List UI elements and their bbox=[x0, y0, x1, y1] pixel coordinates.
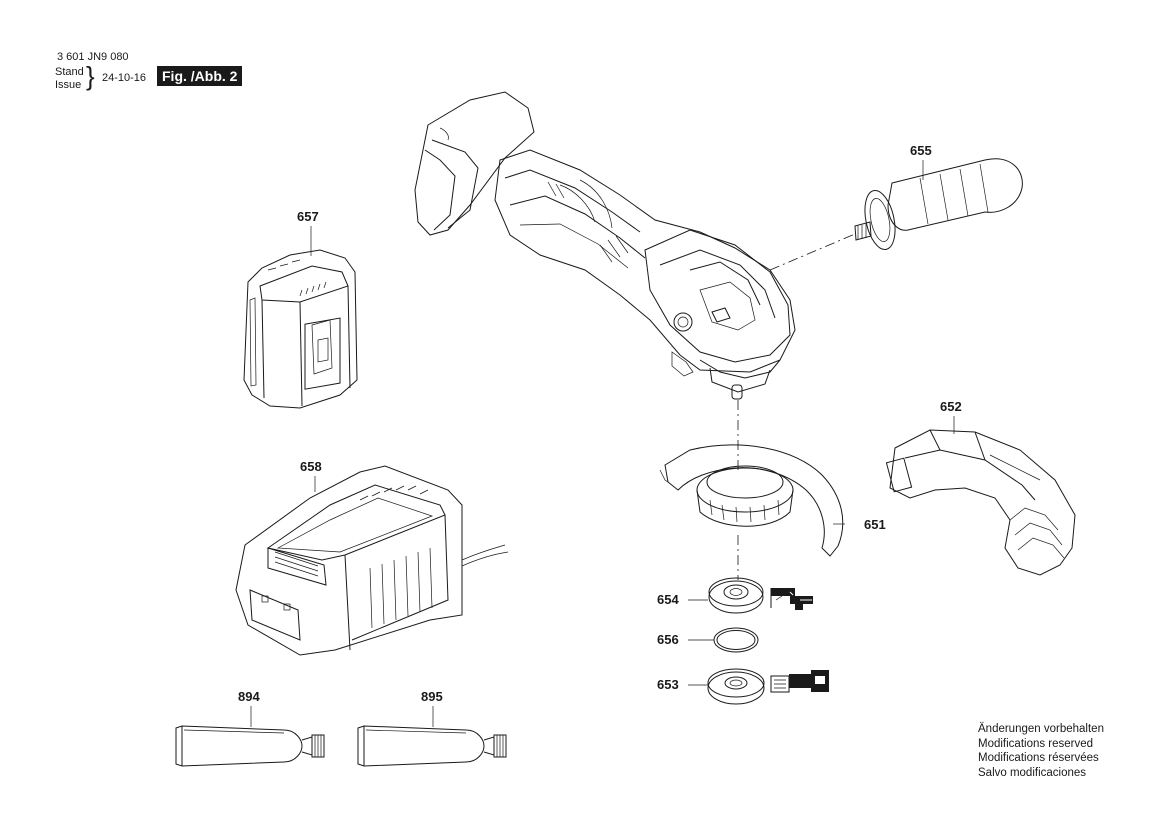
charger-illustration bbox=[235, 465, 509, 656]
note-de: Änderungen vorbehalten bbox=[978, 723, 1104, 735]
issue-date: 24-10-16 bbox=[102, 72, 147, 84]
stand-label: Stand bbox=[55, 66, 84, 78]
clamping-nut-illustration bbox=[707, 668, 829, 705]
note-fr: Modifications réservées bbox=[978, 752, 1099, 764]
note-es: Salvo modificaciones bbox=[978, 766, 1087, 779]
auxiliary-handle-illustration bbox=[854, 158, 1023, 250]
grease-tube-illustration-895 bbox=[357, 725, 507, 767]
part-label-656: 656 bbox=[657, 632, 679, 647]
battery-pack-illustration bbox=[243, 249, 358, 409]
figure-label: Fig. /Abb. 2 bbox=[157, 66, 243, 86]
footer-notes: Änderungen vorbehalten Modifications res… bbox=[978, 722, 1104, 780]
note-en: Modifications reserved bbox=[978, 737, 1094, 750]
part-label-657: 657 bbox=[297, 209, 319, 224]
o-ring-illustration bbox=[713, 627, 759, 653]
part-label-655: 655 bbox=[910, 143, 932, 158]
angle-grinder-illustration bbox=[414, 91, 796, 400]
part-label-895: 895 bbox=[421, 689, 443, 704]
brace-icon: } bbox=[86, 61, 95, 91]
grease-tube-illustration-894 bbox=[175, 725, 325, 767]
cutting-guard-illustration bbox=[885, 429, 1076, 576]
part-label-654: 654 bbox=[657, 592, 679, 607]
part-label-653: 653 bbox=[657, 677, 679, 692]
doc-number: 3 601 JN9 080 bbox=[57, 51, 129, 63]
part-label-652: 652 bbox=[940, 399, 962, 414]
protection-guard-illustration bbox=[659, 444, 844, 557]
issue-label: Issue bbox=[55, 79, 82, 91]
part-label-651: 651 bbox=[864, 517, 886, 532]
mounting-flange-illustration bbox=[708, 577, 813, 614]
part-label-658: 658 bbox=[300, 459, 322, 474]
part-label-894: 894 bbox=[238, 689, 260, 704]
